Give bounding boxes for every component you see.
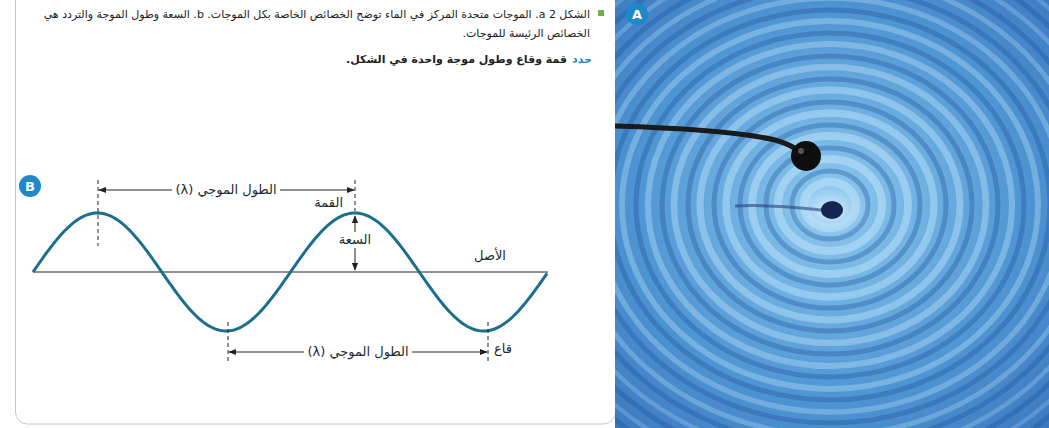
ripple-trough <box>662 56 998 354</box>
ripple-trough <box>688 79 972 331</box>
ripple-ring <box>615 0 1049 428</box>
ripple-ring <box>622 21 1038 389</box>
dipper-shine <box>798 148 804 154</box>
caption-marker <box>598 10 604 16</box>
ripple-trough <box>615 0 1049 428</box>
figure-caption: الشكل 2 a. الموجات متحدة المركز في الماء… <box>30 5 590 44</box>
ripple-ring <box>615 0 1049 428</box>
ripple-trough <box>615 0 1049 423</box>
dashed-guide <box>488 322 489 362</box>
amplitude-label: السعة <box>336 232 374 248</box>
ripple-trough <box>615 0 1049 428</box>
ripple-ring <box>615 0 1049 428</box>
ripple-trough <box>615 0 1049 428</box>
drop <box>821 201 843 219</box>
ripple-trough <box>615 0 1049 428</box>
ripple-ring <box>778 159 882 251</box>
ripple-ring <box>615 0 1049 428</box>
ripples <box>615 0 1049 428</box>
ripple-trough <box>636 33 1024 377</box>
prompt-verb: حدد <box>572 53 592 66</box>
dashed-guide <box>228 322 229 362</box>
ripple-trough <box>615 0 1049 428</box>
ripple-ring <box>648 44 1012 366</box>
ripple-ring <box>615 0 1049 428</box>
panel-letter: A <box>632 8 642 21</box>
ripple-trough <box>615 0 1049 428</box>
prompt-text: قمة وقاع وطول موجة واحدة في الشكل. <box>346 53 567 66</box>
ripple-trough <box>615 10 1049 400</box>
splash-glow <box>790 182 870 238</box>
dipper-rod <box>615 126 802 154</box>
ripple-trough <box>615 0 1049 428</box>
trough-label: قاع <box>494 341 512 357</box>
dipper-ball <box>791 141 821 171</box>
origin-label: الأصل <box>474 248 506 264</box>
ripple-ring <box>615 0 1049 428</box>
water-photo <box>615 0 1049 428</box>
streak <box>735 205 822 210</box>
panel-badge: B <box>19 175 41 197</box>
panel-letter: B <box>25 180 35 193</box>
ripple-ring <box>615 0 1049 412</box>
ripple-ring <box>674 67 986 343</box>
ripple-trough <box>615 0 1049 428</box>
ripple-ring <box>700 90 960 320</box>
wavelength-label: الطول الموجي (λ) <box>172 182 279 198</box>
panel-frame <box>16 0 616 424</box>
dashed-guide <box>98 180 99 246</box>
wave-curve <box>33 213 547 331</box>
ripple-trough <box>766 148 894 262</box>
dashed-guide <box>355 180 356 211</box>
ripple-ring <box>615 0 1049 428</box>
crest-label: القمة <box>311 195 346 211</box>
ripple-ring <box>726 113 934 297</box>
panel-badge: A <box>626 3 648 25</box>
wavelength-label: الطول الموجي (λ) <box>304 344 411 360</box>
ripple-ring <box>615 0 1049 428</box>
